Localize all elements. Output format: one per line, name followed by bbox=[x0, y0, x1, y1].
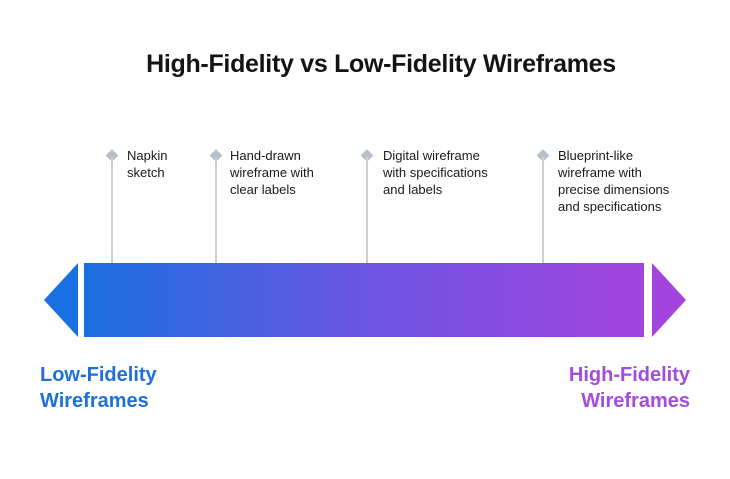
high-fidelity-label: High-Fidelity Wireframes bbox=[568, 364, 690, 412]
right-arrowhead-icon bbox=[652, 263, 686, 337]
connector-line bbox=[215, 157, 217, 291]
milestone-label-napkin-sketch: Napkin sketch bbox=[127, 148, 168, 180]
fidelity-gradient-bar bbox=[84, 263, 644, 337]
connector-line bbox=[542, 157, 544, 291]
low-fidelity-label: Low-Fidelity Wireframes bbox=[40, 364, 157, 412]
connector-line bbox=[366, 157, 368, 291]
left-arrowhead-icon bbox=[44, 263, 78, 337]
milestone-label-hand-drawn: Hand-drawn wireframe with clear labels bbox=[230, 148, 314, 197]
connector-line bbox=[111, 157, 113, 291]
milestone-label-blueprint-like: Blueprint-like wireframe with precise di… bbox=[558, 148, 670, 214]
page-title: High-Fidelity vs Low-Fidelity Wireframes bbox=[146, 50, 616, 78]
milestone-label-digital-wireframe: Digital wireframe with specifications an… bbox=[383, 148, 488, 197]
